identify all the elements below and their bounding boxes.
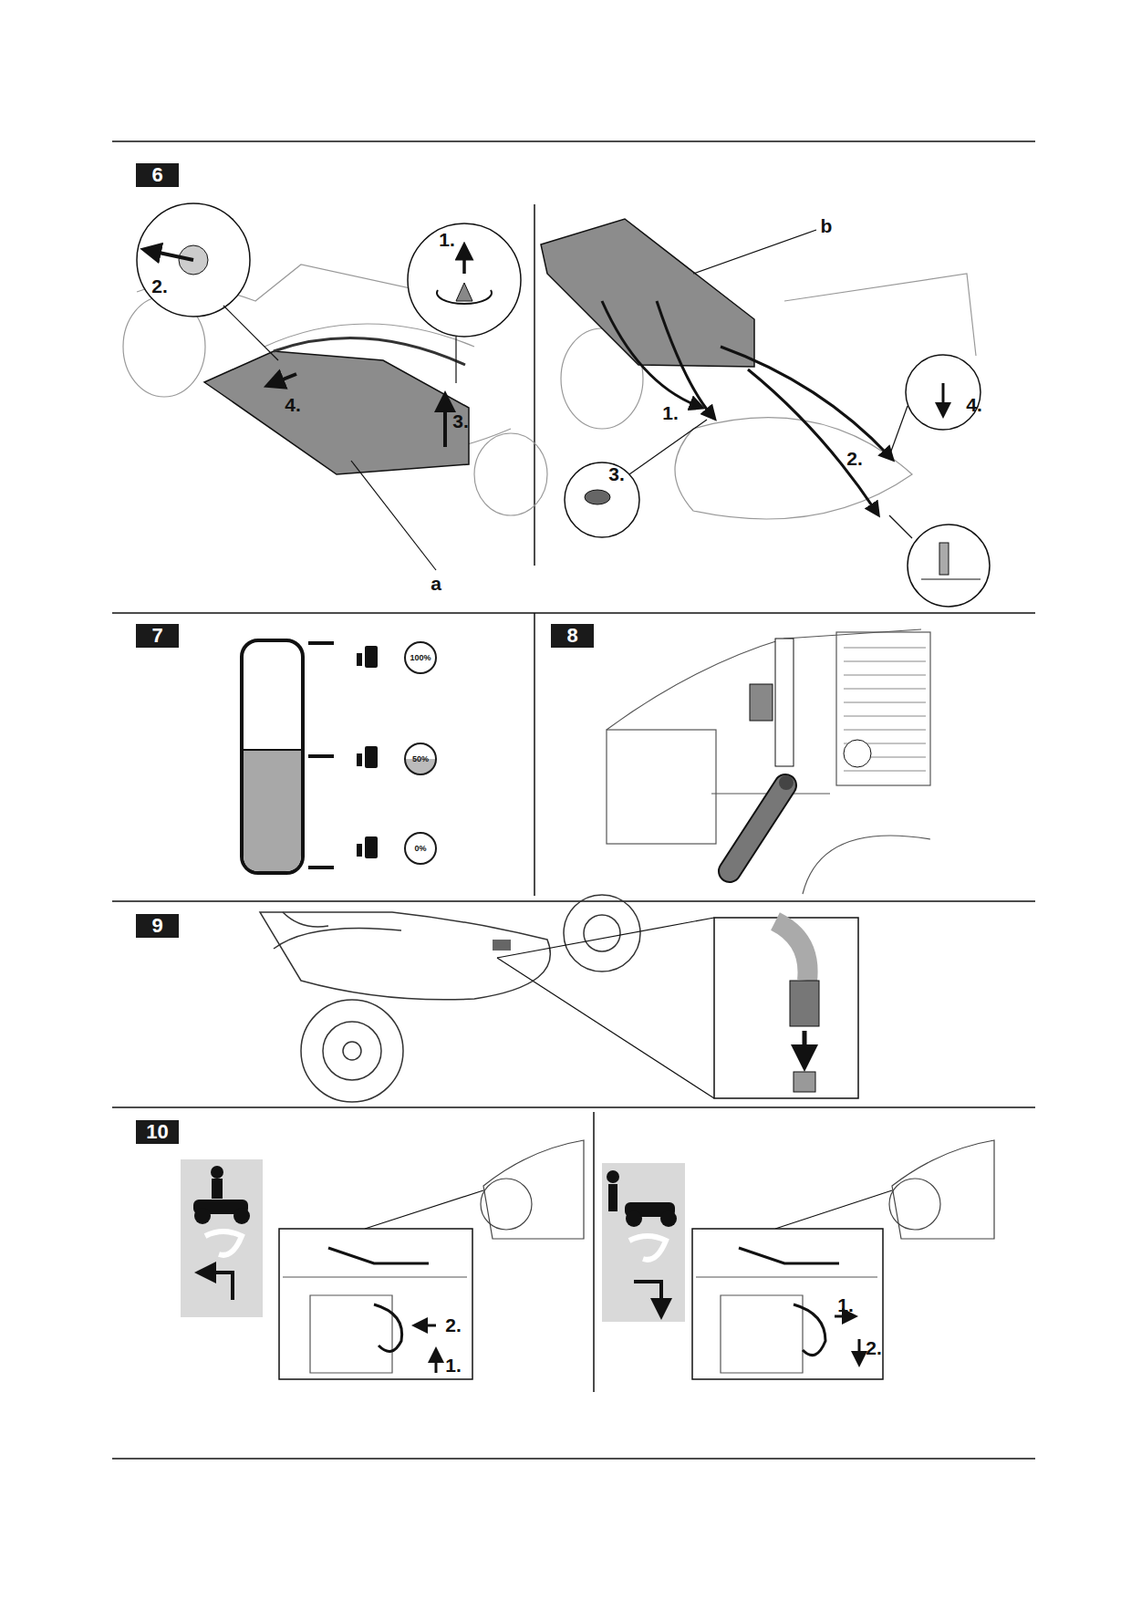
callout-number: 2.	[846, 447, 863, 470]
node-text: 100%	[409, 653, 431, 663]
figure-number: 7	[135, 623, 179, 648]
node-text: 10	[145, 1120, 168, 1144]
callout-number: 1.	[837, 1294, 854, 1317]
node-text: 0%	[414, 843, 426, 853]
callout-number: 4.	[284, 394, 301, 416]
callout-number: 2.	[865, 1337, 882, 1360]
fuel-level-symbol: 50%	[404, 742, 437, 776]
node-text: 6	[151, 163, 163, 187]
part-letter: a	[430, 572, 442, 595]
callout-number: 3.	[608, 463, 625, 486]
callout-number: 1.	[445, 1354, 462, 1377]
callout-number: 2.	[151, 275, 168, 298]
node-text: 50%	[412, 754, 429, 764]
figure-number: 10	[135, 1120, 179, 1144]
callout-number: 3.	[452, 410, 469, 433]
fuel-level-symbol: 0%	[404, 831, 437, 865]
part-letter: b	[820, 215, 833, 238]
callout-number: 2.	[445, 1314, 462, 1337]
node-text: 9	[151, 913, 163, 938]
figure-number: 9	[135, 913, 179, 938]
node-text: 7	[151, 623, 163, 648]
figure-number: 6	[135, 163, 179, 187]
figure-number: 8	[550, 623, 594, 648]
callout-number: 4.	[965, 394, 983, 416]
node-text: 8	[566, 623, 578, 648]
callout-number: 1.	[662, 402, 679, 425]
callout-number: 1.	[438, 228, 456, 251]
fuel-level-symbol: 100%	[404, 641, 437, 675]
